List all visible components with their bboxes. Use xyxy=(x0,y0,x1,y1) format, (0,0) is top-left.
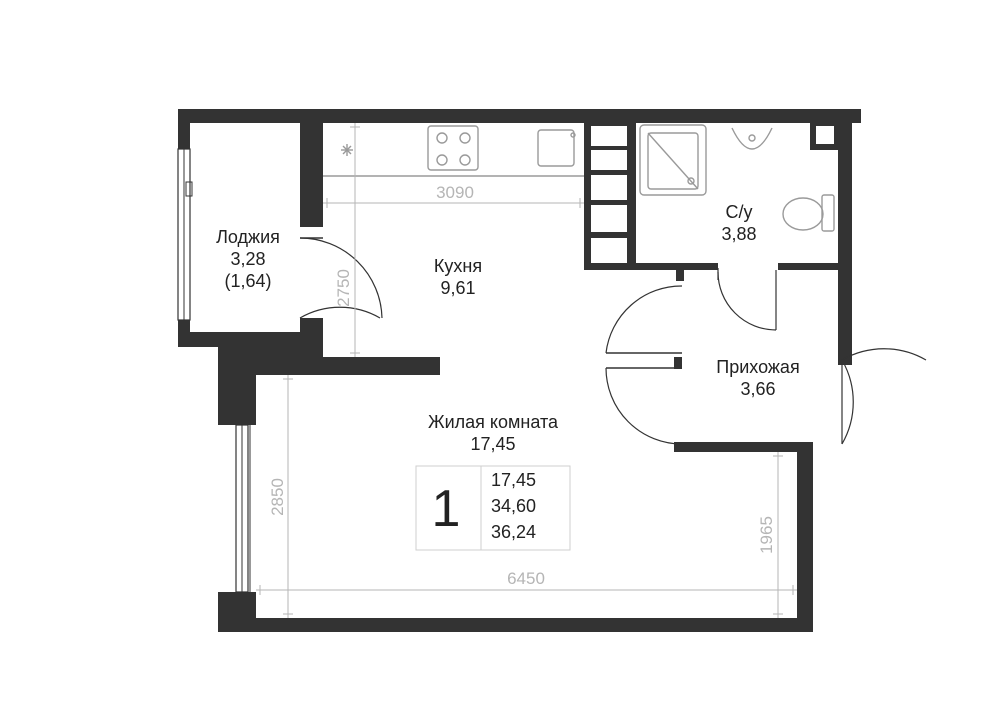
room-labels: Лоджия 3,28 (1,64) Кухня 9,61 С/у 3,88 П… xyxy=(216,202,800,454)
dim-kitchen-depth: 2750 xyxy=(334,269,353,307)
summary-living-area: 17,45 xyxy=(491,470,536,490)
dimension-labels: 3090 2750 2850 6450 1965 xyxy=(268,183,776,588)
bathroom-name: С/у xyxy=(726,202,753,222)
rooms-count: 1 xyxy=(432,480,461,538)
loggia-area-reduced: (1,64) xyxy=(224,271,271,291)
hallway-name: Прихожая xyxy=(716,357,799,377)
loggia-area: 3,28 xyxy=(230,249,265,269)
living-area: 17,45 xyxy=(470,434,515,454)
living-name: Жилая комната xyxy=(428,412,559,432)
loggia-name: Лоджия xyxy=(216,227,280,247)
kitchen-area: 9,61 xyxy=(440,278,475,298)
dim-hall-depth: 1965 xyxy=(757,516,776,554)
hallway-area: 3,66 xyxy=(740,379,775,399)
kitchen-name: Кухня xyxy=(434,256,482,276)
windows xyxy=(177,148,251,593)
fixtures xyxy=(323,124,835,232)
doors xyxy=(299,237,927,452)
bathroom-area: 3,88 xyxy=(721,224,756,244)
shafts xyxy=(591,126,834,263)
summary-total-area: 34,60 xyxy=(491,496,536,516)
hood-icon xyxy=(341,144,353,156)
summary-total-area-loggia: 36,24 xyxy=(491,522,536,542)
dim-total-width: 6450 xyxy=(507,569,545,588)
dimension-lines xyxy=(256,123,797,618)
area-summary: 1 17,45 34,60 36,24 xyxy=(415,465,571,551)
dim-kitchen-width: 3090 xyxy=(436,183,474,202)
dim-living-depth: 2850 xyxy=(268,478,287,516)
